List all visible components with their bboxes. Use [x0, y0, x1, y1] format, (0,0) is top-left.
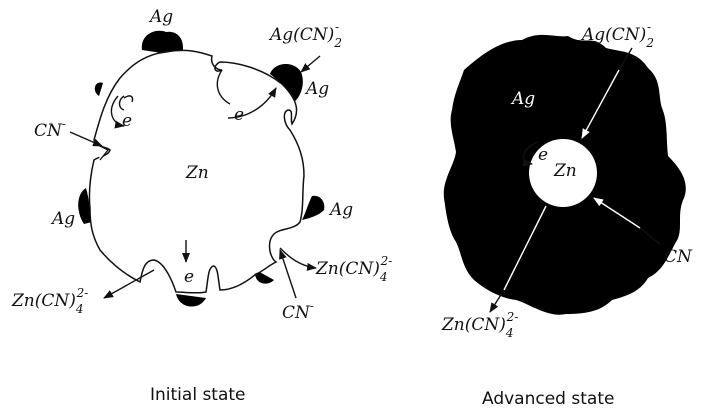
zncn-formula-initial-right: Zn(CN)42-: [315, 254, 392, 284]
ag-label-right-top: Ag: [304, 79, 329, 99]
agcn-formula-initial: Ag(CN)2-: [268, 20, 342, 50]
advanced-state-diagram: Ag Zn e Ag(CN)2- CN Zn(CN)42- Advanced s…: [441, 20, 693, 408]
cn-formula-initial-bottom: CN-: [282, 299, 314, 323]
ag-deposit-left-top: [95, 83, 103, 96]
electron-label-top: e: [234, 105, 244, 125]
ag-label-top: Ag: [148, 7, 173, 27]
ag-label-right-mid: Ag: [328, 200, 353, 220]
ag-deposit-right-mid: [302, 196, 324, 220]
zncn-formula-advanced: Zn(CN)42-: [441, 310, 518, 340]
cn-formula-initial: CN-: [34, 117, 66, 141]
electron-label-advanced: e: [538, 145, 548, 165]
ag-label-left: Ag: [50, 209, 75, 229]
zncn-formula-initial-left: Zn(CN)42-: [11, 286, 88, 316]
zn-core-label: Zn: [185, 163, 209, 183]
cn-arrow-initial-bottom: [280, 250, 296, 298]
electron-label-left: e: [122, 111, 132, 131]
ag-deposit-bottom: [176, 294, 206, 307]
caption-initial: Initial state: [150, 385, 246, 405]
caption-advanced: Advanced state: [482, 389, 614, 408]
electron-label-bottom: e: [184, 267, 194, 287]
zn-core-label-advanced: Zn: [553, 161, 577, 181]
ag-shell-label: Ag: [510, 89, 535, 109]
initial-state-diagram: Zn Ag Ag Ag Ag Ag(CN)2- CN- e e e Zn(CN)…: [11, 7, 392, 405]
cn-formula-advanced: CN: [664, 247, 693, 267]
agcn-arrow-initial: [301, 56, 320, 72]
